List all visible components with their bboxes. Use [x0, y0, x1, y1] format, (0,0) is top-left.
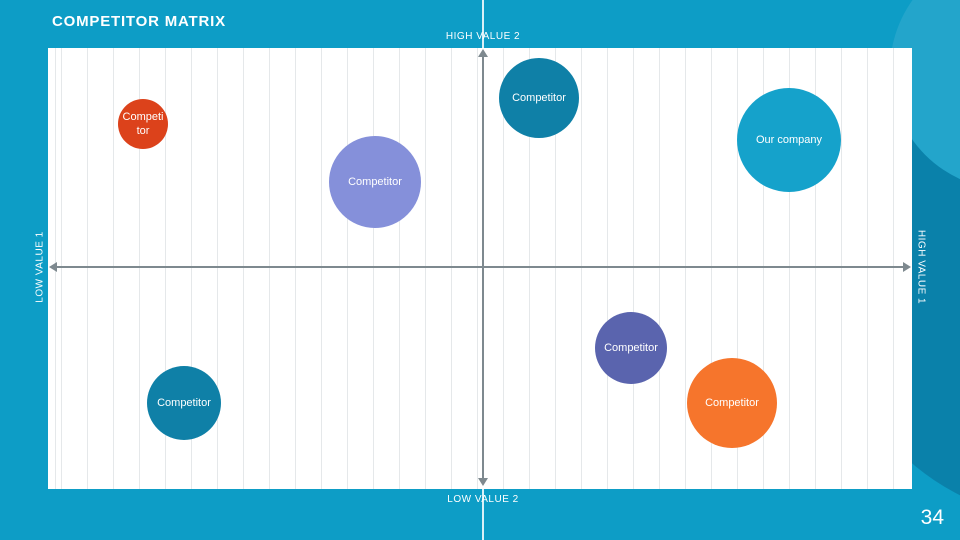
- bubble-competitor-3: Competitor: [499, 58, 579, 138]
- bubble-label: Our company: [755, 133, 823, 146]
- axis-label-low-value-1: LOW VALUE 1: [34, 231, 46, 303]
- axis-label-low-value-2: LOW VALUE 2: [447, 494, 519, 505]
- bubble-competitor-2: Competitor: [329, 136, 421, 228]
- bubble-competitor-4: Competitor: [595, 312, 667, 384]
- axis-label-high-value-1: HIGH VALUE 1: [915, 229, 927, 305]
- bubble-our-company: Our company: [737, 88, 841, 192]
- page-title: COMPETITOR MATRIX: [52, 13, 226, 30]
- bubble-label: Competitor: [122, 110, 164, 137]
- bubble-label: Competitor: [705, 396, 759, 409]
- axis-label-high-value-2: HIGH VALUE 2: [445, 31, 521, 42]
- arrow-up-icon: [478, 49, 488, 57]
- x-axis-line: [56, 266, 904, 268]
- arrow-left-icon: [49, 262, 57, 272]
- bubble-label: Competitor: [604, 341, 658, 354]
- bubble-competitor-5: Competitor: [687, 358, 777, 448]
- bubble-label: Competitor: [512, 91, 566, 104]
- page-number: 34: [920, 506, 944, 529]
- bubble-competitor-1: Competitor: [118, 99, 168, 149]
- y-axis-line: [482, 56, 484, 479]
- bubble-competitor-6: Competitor: [147, 366, 221, 440]
- bubble-label: Competitor: [157, 396, 211, 409]
- arrow-down-icon: [478, 478, 488, 486]
- arrow-right-icon: [903, 262, 911, 272]
- bubble-label: Competitor: [348, 175, 402, 188]
